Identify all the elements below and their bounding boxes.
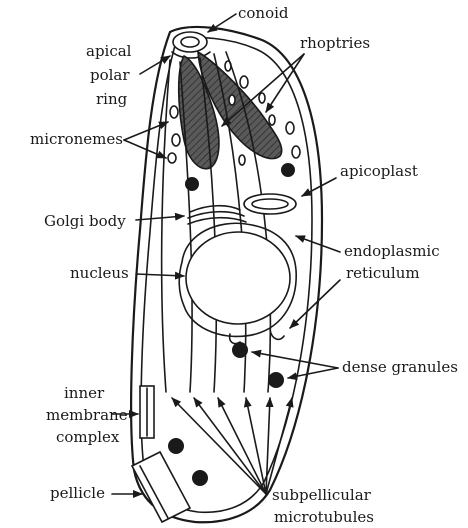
arrow-nucleus [136, 274, 184, 276]
arrow-apical-polar-ring [140, 56, 170, 74]
label-ring: ring [96, 90, 128, 108]
microneme [170, 106, 178, 118]
er-extension [230, 334, 240, 344]
arrow-er-1 [296, 236, 340, 252]
microneme [269, 115, 275, 125]
conoid-inner [181, 37, 199, 47]
label-membrane: membrane [46, 406, 128, 424]
label-rhoptries: rhoptries [300, 34, 370, 52]
microneme [229, 95, 235, 105]
label-micronemes: micronemes [30, 130, 123, 148]
microneme [259, 93, 265, 103]
nucleus [186, 232, 290, 324]
label-polar: polar [90, 66, 130, 84]
dense-granule [185, 177, 199, 191]
microneme [240, 76, 248, 88]
label-nucleus: nucleus [70, 264, 129, 282]
arrow-microtubule-3 [218, 398, 266, 494]
arrow-apicoplast [302, 178, 336, 196]
microneme [239, 155, 245, 165]
arrow-golgi-body [136, 216, 184, 220]
label-apicoplast: apicoplast [340, 162, 418, 180]
golgi-body [190, 206, 240, 212]
arrow-dense-granules-2 [288, 368, 338, 378]
microneme [172, 134, 180, 146]
label-dense-granules: dense granules [342, 358, 458, 376]
label-apical: apical [86, 42, 132, 60]
dense-granule [268, 372, 284, 388]
label-pellicle: pellicle [50, 484, 105, 502]
label-complex: complex [56, 428, 120, 446]
arrow-microtubule-1 [172, 398, 266, 494]
label-microtubules: microtubules [274, 508, 374, 526]
label-reticulum: reticulum [346, 264, 420, 282]
dense-granule [192, 470, 208, 486]
label-subpellicular: subpellicular [272, 486, 372, 504]
arrow-micronemes-2 [124, 140, 166, 158]
er-extension [270, 330, 284, 339]
apicoplast-inner [252, 199, 288, 209]
dense-granule [168, 438, 184, 454]
microneme [292, 146, 300, 158]
dense-granule [281, 163, 295, 177]
arrow-micronemes-1 [124, 122, 168, 140]
microneme [168, 153, 176, 163]
label-endoplasmic: endoplasmic [344, 242, 440, 260]
label-inner: inner [64, 384, 105, 402]
label-golgi-body: Golgi body [44, 212, 126, 230]
arrow-dense-granules-1 [252, 352, 338, 368]
microneme [286, 122, 294, 134]
label-conoid: conoid [238, 4, 289, 22]
